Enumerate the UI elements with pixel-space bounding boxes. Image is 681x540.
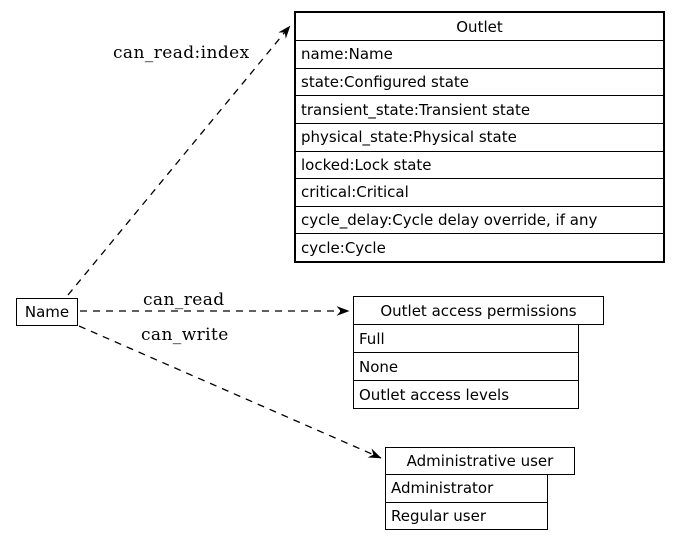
edge-label-can-read: can_read	[143, 290, 225, 310]
outlet-row-cycle: cycle:Cycle	[301, 238, 386, 257]
outlet-row-physical-state: physical_state:Physical state	[296, 124, 663, 152]
edge-can-read-index	[67, 25, 291, 296]
edge-label-can-write: can_write	[141, 325, 229, 345]
outlet-table-title: Outlet	[296, 13, 663, 41]
outlet-row-name: name:Name	[296, 41, 663, 69]
permissions-table-header: Outlet access permissions	[353, 296, 604, 325]
name-node: Name	[16, 298, 78, 326]
edge-label-can-read-index: can_read:index	[113, 43, 250, 63]
outlet-row-locked: locked:Lock state	[296, 152, 663, 180]
admin-row-regular-user: Regular user	[391, 506, 487, 525]
edge-can-write	[78, 325, 382, 459]
outlet-row-critical: critical:Critical	[296, 179, 663, 207]
name-node-label: Name	[24, 303, 70, 321]
outlet-row-state: state:Configured state	[296, 69, 663, 97]
admin-table-header: Administrative user	[385, 447, 575, 475]
outlet-row-transient-state: transient_state:Transient state	[296, 96, 663, 124]
outlet-row-cycle-delay: cycle_delay:Cycle delay override, if any	[296, 207, 663, 235]
admin-table-body: Administrator Regular user	[385, 474, 548, 530]
permissions-table-body: Full None Outlet access levels	[353, 324, 579, 409]
admin-row-administrator: Administrator	[386, 475, 547, 503]
permissions-row-levels: Outlet access levels	[359, 385, 510, 404]
permissions-row-none: None	[354, 353, 578, 381]
permissions-row-full: Full	[354, 325, 578, 353]
outlet-table: Outlet name:Name state:Configured state …	[294, 11, 665, 263]
